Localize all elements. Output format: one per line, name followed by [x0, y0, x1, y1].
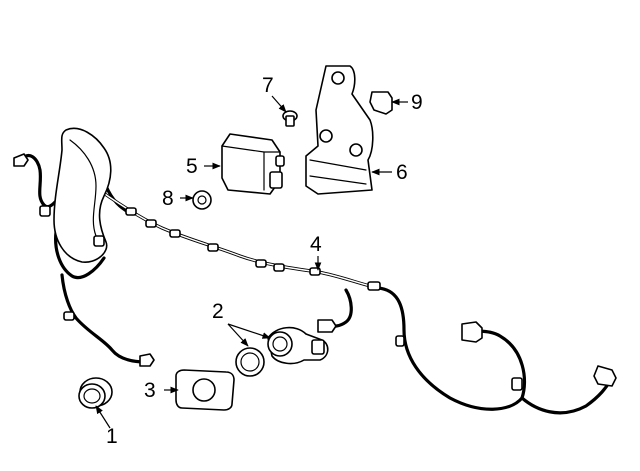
part-5-module: [221, 133, 285, 195]
part-7-screw: [282, 110, 298, 127]
callout-3: 3: [144, 379, 156, 402]
part-8-nut: [192, 190, 212, 210]
part-6-bracket: [305, 65, 374, 195]
callout-8: 8: [162, 187, 174, 210]
part-1-grommet: [78, 377, 113, 409]
callout-7: 7: [262, 74, 274, 97]
callout-6: 6: [396, 161, 408, 184]
leader-lines: [95, 95, 408, 429]
callout-4: 4: [310, 233, 322, 256]
part-2-parking-sensor: [235, 326, 329, 377]
wiring-harness: [13, 127, 617, 415]
part-3-sensor-bracket: [175, 369, 235, 411]
callout-1: 1: [106, 425, 118, 448]
callout-2: 2: [212, 300, 224, 323]
part-9-clip: [369, 91, 393, 115]
callout-5: 5: [186, 155, 198, 178]
callout-9: 9: [411, 91, 423, 114]
